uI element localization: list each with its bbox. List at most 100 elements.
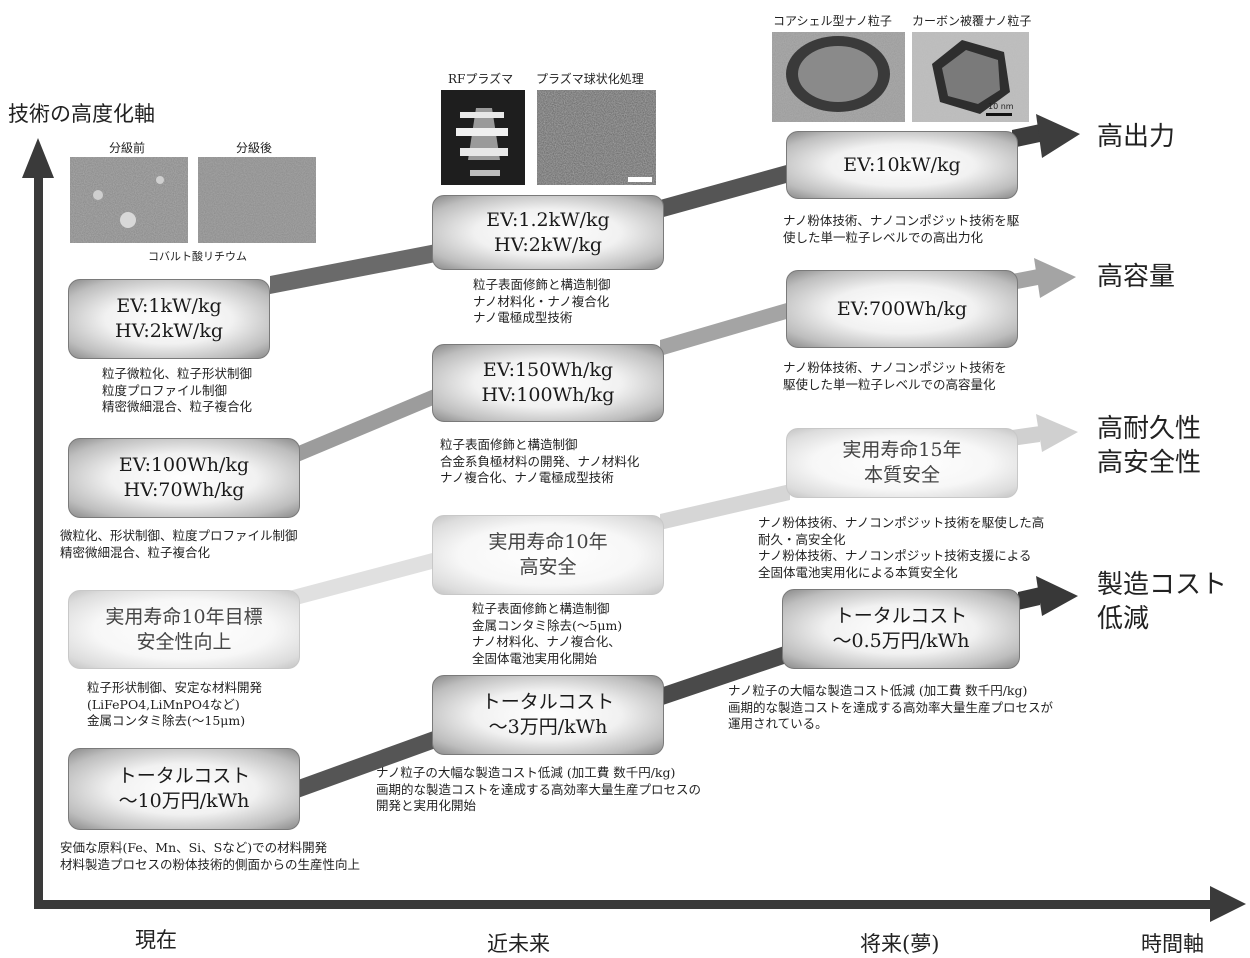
cost-near-title: トータルコスト bbox=[481, 691, 615, 713]
time-point-now: 現在 bbox=[135, 928, 177, 952]
carbon-coated-label: カーボン被覆ナノ粒子 bbox=[912, 14, 1032, 28]
power-future-ev: EV:10kW/kg bbox=[843, 153, 961, 176]
cost-now-box: トータルコスト ～10万円/kWh bbox=[68, 748, 300, 830]
cost-future-value: ～0.5万円/kWh bbox=[832, 630, 970, 652]
capacity-near-box: EV:150Wh/kg HV:100Wh/kg bbox=[432, 344, 664, 422]
note-line: 精密微細混合、粒子複合化 bbox=[102, 399, 253, 414]
power-now-box: EV:1kW/kg HV:2kW/kg bbox=[68, 279, 270, 359]
plasma-spheroidized-photo bbox=[537, 90, 656, 185]
core-shell-label: コアシェル型ナノ粒子 bbox=[773, 14, 892, 28]
safety-trend-arrow bbox=[270, 414, 1078, 612]
carbon-coated-particle-photo bbox=[912, 32, 1029, 122]
note-line: 粒子微粒化、粒子形状制御 bbox=[102, 366, 253, 381]
safety-now-note: 粒子形状制御、安定な材料開発 (LiFePO4,LiMnPO4など) 金属コンタ… bbox=[87, 680, 262, 730]
capacity-now-ev: EV:100Wh/kg bbox=[118, 454, 250, 476]
note-line: 安価な原料(Fe、Mn、Si、Sなど)での材料開発 bbox=[60, 840, 328, 855]
note-line: 材料製造プロセスの粉体技術的側面からの生産性向上 bbox=[60, 856, 361, 872]
safety-future-lifetime: 実用寿命15年 bbox=[842, 439, 962, 461]
note-line: ナノ材料化、ナノ複合化、 bbox=[472, 634, 621, 649]
category-reduction: 低減 bbox=[1097, 604, 1150, 634]
cost-future-title: トータルコスト bbox=[834, 605, 968, 627]
power-trend-arrow bbox=[270, 114, 1080, 294]
safety-near-box: 実用寿命10年 高安全 bbox=[432, 515, 664, 595]
power-future-box: EV:10kW/kg bbox=[786, 131, 1018, 199]
capacity-near-hv: HV:100Wh/kg bbox=[481, 384, 615, 406]
safety-near-note: 粒子表面修飾と構造制御 金属コンタミ除去(～5μm) ナノ材料化、ナノ複合化、 … bbox=[472, 601, 622, 667]
power-now-ev: EV:1kW/kg bbox=[116, 295, 222, 317]
note-line: ナノ電極成型技術 bbox=[473, 310, 573, 325]
category-durability-safety: 高耐久性 高安全性 bbox=[1097, 412, 1201, 480]
capacity-future-ev: EV:700Wh/kg bbox=[836, 297, 968, 320]
safety-future-box: 実用寿命15年 本質安全 bbox=[786, 428, 1018, 498]
note-line: 金属コンタミ除去(～15μm) bbox=[87, 713, 246, 728]
cost-future-box: トータルコスト ～0.5万円/kWh bbox=[782, 589, 1020, 669]
cost-now-title: トータルコスト bbox=[117, 765, 251, 787]
note-line: ナノ粉体技術、ナノコンポジット技術を駆使した高 bbox=[758, 515, 1045, 530]
note-line: 画期的な製造コストを達成する高効率大量生産プロセスの bbox=[376, 781, 702, 797]
power-near-note: 粒子表面修飾と構造制御 ナノ材料化・ナノ複合化 ナノ電極成型技術 bbox=[473, 277, 611, 327]
cost-near-box: トータルコスト ～3万円/kWh bbox=[432, 675, 664, 755]
category-high-power: 高出力 bbox=[1097, 122, 1176, 152]
capacity-future-box: EV:700Wh/kg bbox=[786, 270, 1018, 348]
note-line: 粒子形状制御、安定な材料開発 bbox=[87, 680, 263, 695]
scale-bar-label: 10 nm bbox=[988, 102, 1014, 111]
note-line: 耐久・高安全化 bbox=[758, 531, 846, 547]
cost-now-value: ～10万円/kWh bbox=[118, 790, 250, 812]
cost-near-note: ナノ粒子の大幅な製造コスト低減 (加工費 数千円/kg) 画期的な製造コストを達… bbox=[376, 765, 701, 815]
note-line: 金属コンタミ除去(～5μm) bbox=[472, 617, 623, 633]
category-high-capacity: 高容量 bbox=[1097, 262, 1176, 292]
capacity-trend-arrow bbox=[298, 258, 1076, 462]
note-line: ナノ粉体技術、ナノコンポジット技術支援による bbox=[758, 548, 1032, 563]
vertical-axis-label: 技術の高度化軸 bbox=[8, 102, 155, 126]
vertical-axis bbox=[22, 138, 54, 908]
horizontal-axis-label: 時間軸 bbox=[1141, 932, 1204, 956]
cost-future-note: ナノ粒子の大幅な製造コスト低減 (加工費 数千円/kg) 画期的な製造コストを達… bbox=[728, 683, 1053, 733]
note-line: (LiFePO4,LiMnPO4など) bbox=[87, 696, 240, 712]
time-point-future: 将来(夢) bbox=[860, 932, 940, 956]
capacity-near-note: 粒子表面修飾と構造制御 合金系負極材料の開発、ナノ材料化 ナノ複合化、ナノ電極成… bbox=[440, 437, 639, 487]
category-safety: 高安全性 bbox=[1097, 448, 1202, 478]
plasma-spheroidization-label: プラズマ球状化処理 bbox=[536, 72, 644, 86]
category-cost-reduction: 製造コスト 低減 bbox=[1097, 568, 1227, 636]
note-line: 合金系負極材料の開発、ナノ材料化 bbox=[440, 453, 640, 469]
safety-now-safety: 安全性向上 bbox=[136, 630, 232, 653]
capacity-now-box: EV:100Wh/kg HV:70Wh/kg bbox=[68, 438, 300, 518]
power-near-ev: EV:1.2kW/kg bbox=[486, 208, 610, 231]
rf-plasma-photo bbox=[441, 90, 525, 185]
before-classification-label: 分級前 bbox=[109, 141, 146, 155]
after-classification-photo bbox=[198, 157, 316, 243]
note-line: 運用されている。 bbox=[728, 716, 828, 731]
power-future-note: ナノ粉体技術、ナノコンポジット技術を駆 使した単一粒子レベルでの高出力化 bbox=[783, 213, 1019, 246]
power-now-hv: HV:2kW/kg bbox=[115, 320, 223, 342]
note-line: 駆使した単一粒子レベルでの高容量化 bbox=[783, 376, 996, 392]
time-point-near-future: 近未来 bbox=[487, 932, 550, 956]
material-label: コバルト酸リチウム bbox=[148, 250, 247, 263]
note-line: 開発と実用化開始 bbox=[376, 798, 477, 813]
note-line: 精密微細混合、粒子複合化 bbox=[60, 544, 211, 560]
capacity-near-ev: EV:150Wh/kg bbox=[482, 359, 614, 381]
rf-plasma-label: RFプラズマ bbox=[448, 72, 514, 86]
category-durability: 高耐久性 bbox=[1097, 414, 1202, 444]
note-line: 粒子表面修飾と構造制御 bbox=[472, 601, 610, 616]
power-now-note: 粒子微粒化、粒子形状制御 粒度プロファイル制御 精密微細混合、粒子複合化 bbox=[102, 366, 252, 416]
note-line: ナノ粉体技術、ナノコンポジット技術を bbox=[783, 360, 1007, 375]
capacity-now-hv: HV:70Wh/kg bbox=[123, 479, 245, 501]
cost-now-note: 安価な原料(Fe、Mn、Si、Sなど)での材料開発 材料製造プロセスの粉体技術的… bbox=[60, 840, 360, 873]
category-manufacturing-cost: 製造コスト bbox=[1097, 570, 1228, 600]
note-line: 全固体電池実用化開始 bbox=[472, 650, 598, 666]
note-line: ナノ材料化・ナノ複合化 bbox=[473, 293, 610, 309]
note-line: 微粒化、形状制御、粒度プロファイル制御 bbox=[60, 528, 298, 543]
cost-trend-arrow bbox=[298, 576, 1078, 798]
horizontal-axis bbox=[34, 886, 1246, 922]
note-line: ナノ複合化、ナノ電極成型技術 bbox=[440, 470, 614, 485]
power-near-box: EV:1.2kW/kg HV:2kW/kg bbox=[432, 195, 664, 270]
note-line: ナノ粒子の大幅な製造コスト低減 (加工費 数千円/kg) bbox=[728, 683, 1028, 698]
note-line: 画期的な製造コストを達成する高効率大量生産プロセスが bbox=[728, 699, 1054, 715]
safety-now-box: 実用寿命10年目標 安全性向上 bbox=[68, 590, 300, 669]
core-shell-particle-photo bbox=[772, 32, 905, 122]
safety-future-note: ナノ粉体技術、ナノコンポジット技術を駆使した高 耐久・高安全化 ナノ粉体技術、ナ… bbox=[758, 515, 1044, 581]
safety-future-safety: 本質安全 bbox=[863, 464, 940, 486]
note-line: ナノ粒子の大幅な製造コスト低減 (加工費 数千円/kg) bbox=[376, 765, 676, 780]
safety-near-lifetime: 実用寿命10年 bbox=[488, 531, 608, 553]
capacity-now-note: 微粒化、形状制御、粒度プロファイル制御 精密微細混合、粒子複合化 bbox=[60, 528, 298, 561]
